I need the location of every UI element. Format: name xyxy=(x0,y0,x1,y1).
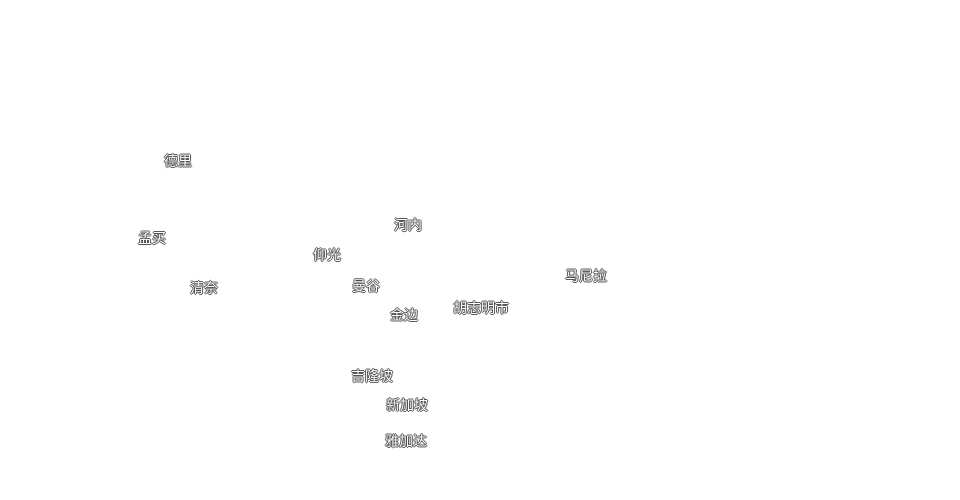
city-label-singapore[interactable]: 新加坡 xyxy=(386,398,428,414)
city-label-manila[interactable]: 马尼拉 xyxy=(565,269,607,285)
city-label-yangon[interactable]: 仰光 xyxy=(313,248,341,264)
city-label-delhi[interactable]: 德里 xyxy=(164,154,192,170)
city-label-jakarta[interactable]: 雅加达 xyxy=(385,434,427,450)
city-label-ho-chi-minh[interactable]: 胡志明市 xyxy=(453,301,509,317)
city-label-hanoi[interactable]: 河内 xyxy=(394,218,422,234)
city-label-bangkok[interactable]: 曼谷 xyxy=(352,279,380,295)
city-label-mumbai[interactable]: 孟买 xyxy=(138,231,166,247)
city-label-chennai[interactable]: 清奈 xyxy=(190,281,218,297)
city-label-phnom-penh[interactable]: 金边 xyxy=(390,308,418,324)
city-label-kuala-lumpur[interactable]: 吉隆坡 xyxy=(351,369,393,385)
